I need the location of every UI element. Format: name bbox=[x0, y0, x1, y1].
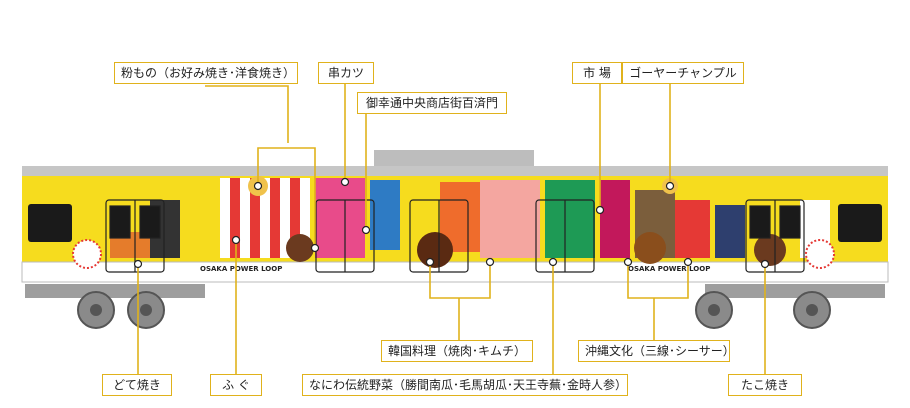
door-1 bbox=[105, 199, 165, 273]
label-goya: ゴーヤーチャンプル bbox=[622, 62, 744, 84]
label-korean: 韓国料理（焼肉･キムチ） bbox=[381, 340, 533, 362]
label-shopping-street: 御幸通中央商店街百済門 bbox=[357, 92, 507, 114]
door-4 bbox=[535, 199, 595, 273]
marker-dots bbox=[133, 177, 770, 269]
roof-unit bbox=[374, 150, 534, 168]
label-konamono: 粉もの（お好み焼き･洋食焼き） bbox=[114, 62, 298, 84]
train-roof bbox=[22, 166, 888, 176]
door-5 bbox=[745, 199, 805, 273]
label-okinawa: 沖縄文化（三線･シーサー） bbox=[578, 340, 735, 362]
bogie-left bbox=[25, 284, 205, 329]
loop-text-left: OSAKA POWER LOOP bbox=[200, 265, 282, 273]
label-doteyaki: どて焼き bbox=[102, 374, 172, 396]
door-2 bbox=[315, 199, 375, 273]
door-3 bbox=[409, 199, 469, 273]
label-fugu: ふ ぐ bbox=[210, 374, 262, 396]
label-vegetables: なにわ伝統野菜（勝間南瓜･毛馬胡瓜･天王寺蕪･金時人参） bbox=[302, 374, 628, 396]
leader-lines bbox=[137, 84, 766, 374]
bogie-right bbox=[695, 284, 885, 329]
window-front-right bbox=[838, 204, 882, 242]
label-market: 市 場 bbox=[572, 62, 622, 84]
emblem-right bbox=[805, 239, 835, 269]
label-takoyaki: たこ焼き bbox=[728, 374, 802, 396]
window-front-left bbox=[28, 204, 72, 242]
emblem-left bbox=[72, 239, 102, 269]
mural-artwork bbox=[110, 176, 830, 268]
label-kushikatsu: 串カツ bbox=[318, 62, 374, 84]
loop-text-right: OSAKA POWER LOOP bbox=[628, 265, 710, 273]
